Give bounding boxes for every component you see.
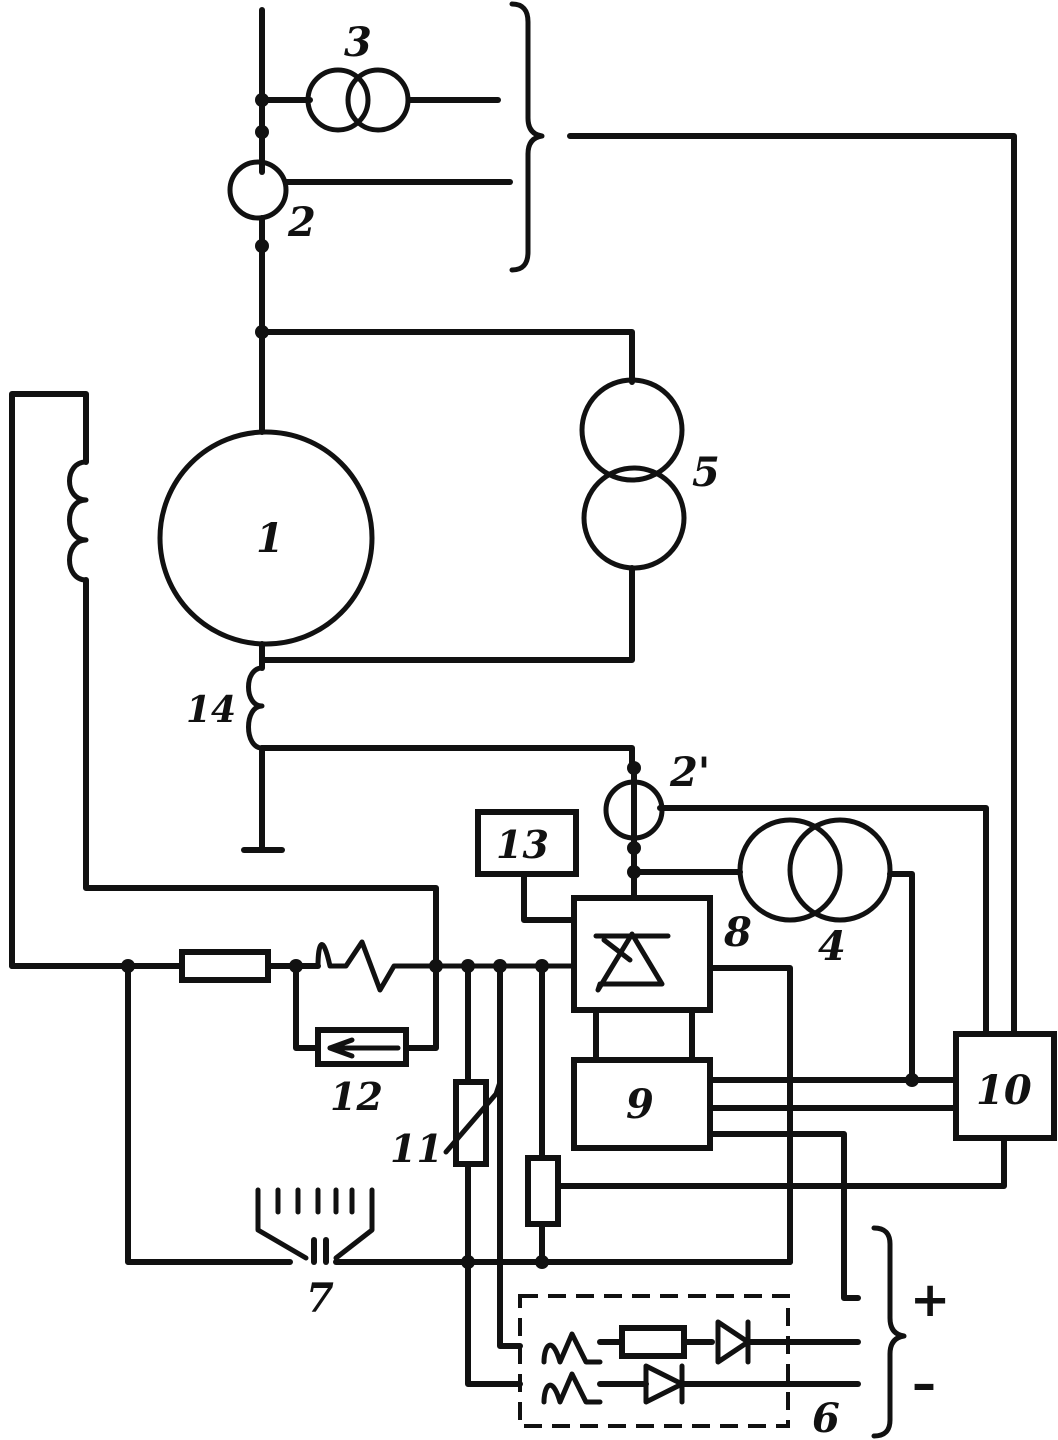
wire-to-regulator bbox=[567, 133, 1017, 1037]
brace-bottom bbox=[871, 1225, 907, 1439]
label-11: 11 bbox=[390, 1126, 443, 1171]
voltage-transformer-3 bbox=[305, 67, 411, 133]
label-2: 2 bbox=[287, 199, 316, 246]
regulator-block-10 bbox=[555, 1031, 1057, 1189]
transformer-5 bbox=[259, 377, 687, 663]
thyristor-block-8 bbox=[571, 895, 793, 1265]
rectifier-block-6 bbox=[518, 1294, 861, 1428]
rheostat-12 bbox=[293, 963, 439, 1067]
label-1: 1 bbox=[256, 515, 284, 562]
main-bus-line bbox=[259, 7, 635, 435]
sign-minus: – bbox=[912, 1356, 936, 1412]
wire-to-rectifier bbox=[497, 963, 523, 1349]
block-13 bbox=[475, 809, 579, 923]
label-14: 14 bbox=[186, 689, 236, 731]
label-7: 7 bbox=[306, 1275, 334, 1322]
label-8: 8 bbox=[723, 909, 752, 956]
label-9: 9 bbox=[626, 1081, 654, 1128]
label-3: 3 bbox=[344, 19, 372, 66]
current-transformer-2 bbox=[227, 159, 513, 221]
switch-7 bbox=[255, 1187, 375, 1265]
label-13: 13 bbox=[496, 822, 549, 867]
label-5: 5 bbox=[692, 449, 720, 496]
label-2-prime: 2' bbox=[669, 749, 710, 796]
label-6: 6 bbox=[812, 1395, 840, 1440]
resistor-11 bbox=[443, 963, 523, 1387]
sign-plus: + bbox=[910, 1272, 950, 1328]
control-block-9 bbox=[571, 1007, 959, 1301]
label-4: 4 bbox=[818, 923, 846, 970]
resistor-feedback bbox=[525, 963, 561, 1265]
field-winding-left bbox=[9, 391, 439, 969]
generator-1 bbox=[157, 429, 375, 647]
brace-top bbox=[509, 1, 545, 273]
label-10: 10 bbox=[976, 1067, 1032, 1114]
transformer-4 bbox=[631, 817, 959, 1083]
junction-dots bbox=[121, 93, 919, 1269]
label-12: 12 bbox=[330, 1074, 383, 1119]
bottom-bus bbox=[125, 963, 793, 1265]
